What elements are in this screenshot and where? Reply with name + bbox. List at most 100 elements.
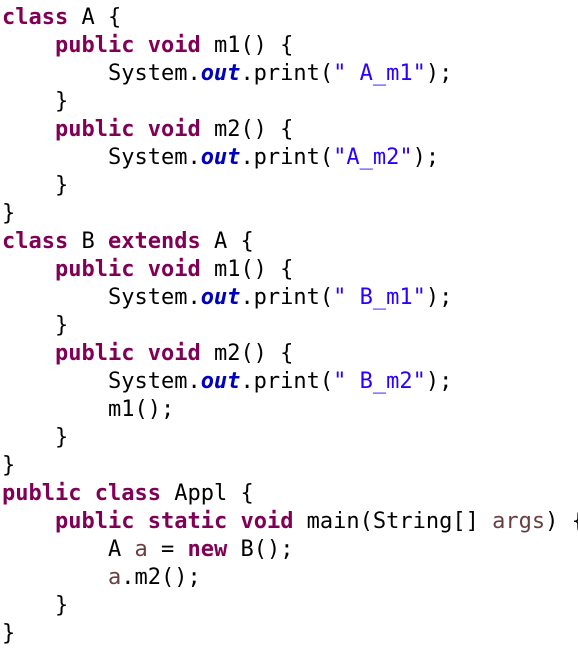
- code-token: }: [2, 201, 16, 226]
- indent: [2, 61, 108, 86]
- code-token: [81, 481, 94, 506]
- code-line: System.out.print(" B_m1");: [0, 284, 578, 312]
- string-literal-token: " B_m1": [333, 285, 426, 310]
- indent: [2, 173, 55, 198]
- code-line: }: [0, 620, 578, 648]
- keyword-token: class: [2, 5, 69, 30]
- code-token: }: [2, 621, 16, 646]
- code-token: [134, 33, 147, 58]
- indent: [2, 565, 108, 590]
- keyword-token: public: [54, 257, 135, 282]
- code-token: B: [68, 229, 108, 254]
- code-token: .print(: [240, 61, 334, 86]
- string-literal-token: " A_m1": [333, 61, 426, 86]
- code-token: B();: [227, 537, 294, 562]
- code-line: }: [0, 172, 578, 200]
- code-line: }: [0, 200, 578, 228]
- static-field-token: out: [200, 61, 241, 86]
- code-token: }: [54, 89, 69, 114]
- code-line: }: [0, 88, 578, 116]
- code-token: Appl {: [160, 481, 254, 506]
- code-token: }: [54, 425, 69, 450]
- code-line: System.out.print(" B_m2");: [0, 368, 578, 396]
- code-token: .print(: [240, 145, 334, 170]
- code-line: class A {: [0, 4, 578, 32]
- string-literal-token: " B_m2": [333, 369, 426, 394]
- code-token: m2() {: [200, 117, 294, 142]
- indent: [2, 89, 55, 114]
- code-line: public void m2() {: [0, 116, 578, 144]
- indent: [2, 117, 55, 142]
- keyword-token: public: [54, 509, 135, 534]
- keyword-token: class: [2, 229, 69, 254]
- code-line: public void m1() {: [0, 256, 578, 284]
- keyword-token: void: [147, 341, 201, 366]
- keyword-token: new: [187, 537, 228, 562]
- keyword-token: public: [54, 117, 135, 142]
- indent: [2, 257, 55, 282]
- keyword-token: void: [147, 33, 201, 58]
- code-line: System.out.print("A_m2");: [0, 144, 578, 172]
- keyword-token: void: [240, 509, 294, 534]
- indent: [2, 397, 108, 422]
- local-variable-token: a: [107, 565, 122, 590]
- code-token: }: [2, 453, 16, 478]
- code-token: A {: [68, 5, 122, 30]
- code-token: [134, 341, 147, 366]
- static-field-token: out: [200, 369, 241, 394]
- indent: [2, 537, 108, 562]
- code-line: class B extends A {: [0, 228, 578, 256]
- indent: [2, 341, 55, 366]
- code-line: m1();: [0, 396, 578, 424]
- code-token: m1() {: [200, 257, 294, 282]
- indent: [2, 509, 55, 534]
- code-token: );: [425, 285, 453, 310]
- keyword-token: public: [54, 33, 135, 58]
- code-token: main(String[]: [293, 509, 493, 534]
- keyword-token: void: [147, 257, 201, 282]
- code-token: }: [54, 173, 69, 198]
- code-token: );: [425, 369, 453, 394]
- code-line: public void m1() {: [0, 32, 578, 60]
- code-token: System.: [107, 61, 201, 86]
- code-token: [227, 509, 240, 534]
- string-literal-token: "A_m2": [333, 145, 413, 170]
- code-token: .m2();: [121, 565, 201, 590]
- code-token: =: [147, 537, 188, 562]
- code-line: public static void main(String[] args) {: [0, 508, 578, 536]
- code-token: m1() {: [200, 33, 294, 58]
- code-line: a.m2();: [0, 564, 578, 592]
- keyword-token: public: [54, 341, 135, 366]
- code-line: public class Appl {: [0, 480, 578, 508]
- keyword-token: extends: [107, 229, 201, 254]
- indent: [2, 369, 108, 394]
- code-line: }: [0, 424, 578, 452]
- code-token: System.: [107, 145, 201, 170]
- code-token: System.: [107, 369, 201, 394]
- code-line: public void m2() {: [0, 340, 578, 368]
- code-line: }: [0, 312, 578, 340]
- code-token: );: [412, 145, 440, 170]
- code-token: ) {: [545, 509, 578, 534]
- code-line: }: [0, 452, 578, 480]
- code-line: System.out.print(" A_m1");: [0, 60, 578, 88]
- local-variable-token: a: [134, 537, 148, 562]
- code-token: System.: [107, 285, 201, 310]
- static-field-token: out: [200, 145, 241, 170]
- code-token: m1();: [107, 397, 175, 422]
- code-token: }: [54, 593, 69, 618]
- code-token: .print(: [240, 285, 334, 310]
- code-token: );: [425, 61, 453, 86]
- keyword-token: class: [94, 481, 161, 506]
- code-token: [134, 117, 147, 142]
- indent: [2, 145, 108, 170]
- static-field-token: out: [200, 285, 241, 310]
- indent: [2, 425, 55, 450]
- code-token: [134, 509, 147, 534]
- code-token: A: [107, 537, 135, 562]
- parameter-token: args: [492, 509, 546, 534]
- code-line: A a = new B();: [0, 536, 578, 564]
- indent: [2, 593, 55, 618]
- keyword-token: void: [147, 117, 201, 142]
